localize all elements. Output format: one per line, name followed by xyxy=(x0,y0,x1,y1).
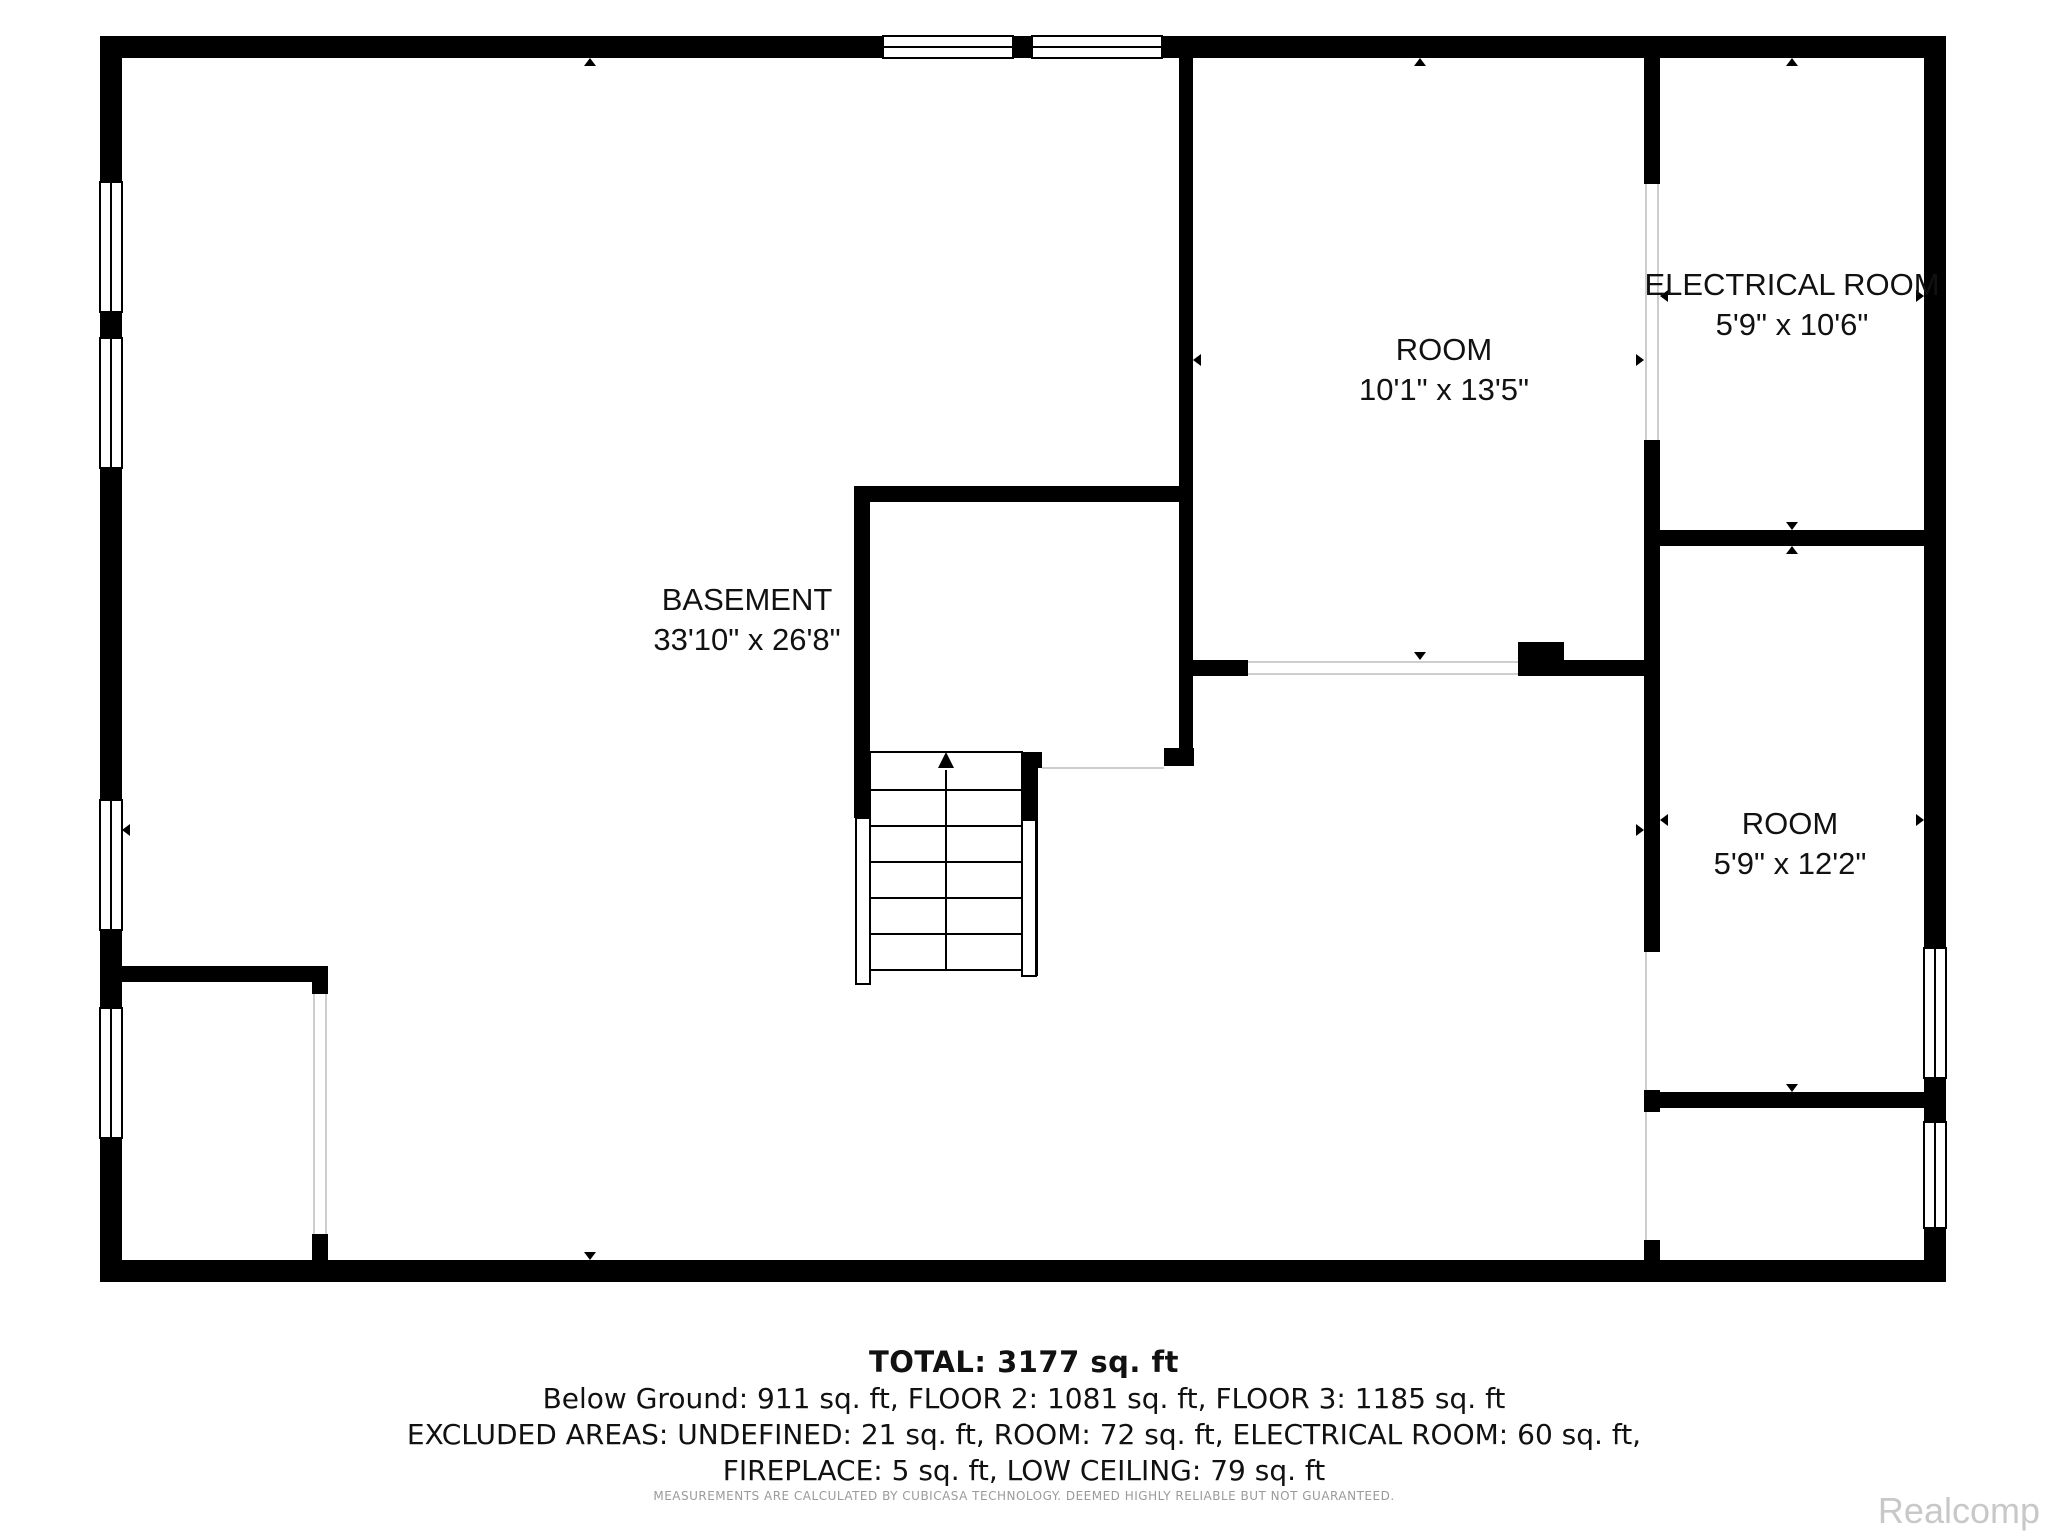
wall-east-divider-2 xyxy=(1644,440,1660,952)
dimension-markers xyxy=(122,58,1924,1260)
room-label-electrical: ELECTRICAL ROOM 5'9" x 10'6" xyxy=(1630,265,1954,345)
room-label-room-small: ROOM 5'9" x 12'2" xyxy=(1690,804,1890,884)
stair-direction-arrow-icon xyxy=(938,752,954,768)
room-dimensions: 5'9" x 12'2" xyxy=(1713,846,1867,881)
wall-stair-left xyxy=(854,486,870,818)
wall-east-divider-1 xyxy=(1644,58,1660,184)
wall-closet-top xyxy=(122,966,328,982)
room-name: ROOM xyxy=(1741,806,1839,841)
excluded-areas: EXCLUDED AREAS: UNDEFINED: 21 sq. ft, RO… xyxy=(406,1418,1642,1451)
wall-closet-right-1 xyxy=(312,966,328,994)
wall-stair-top xyxy=(854,486,1186,502)
room-name: BASEMENT xyxy=(661,582,833,617)
stairs xyxy=(855,751,1037,985)
openings xyxy=(313,184,1659,1240)
wall-east-divider-3 xyxy=(1644,1090,1660,1112)
wall-bottom xyxy=(100,1260,1946,1282)
room-name: ELECTRICAL ROOM xyxy=(1644,267,1940,302)
total-area: TOTAL: 3177 sq. ft xyxy=(868,1345,1179,1379)
floor-breakdown: Below Ground: 911 sq. ft, FLOOR 2: 1081 … xyxy=(542,1382,1506,1415)
wall-room-south-2 xyxy=(1518,642,1564,676)
room-name: ROOM xyxy=(1395,332,1493,367)
room-label-basement: BASEMENT 33'10" x 26'8" xyxy=(640,580,854,660)
wall-room-south-1 xyxy=(1186,660,1248,676)
wall-room-west-stub xyxy=(1164,748,1194,766)
room-dimensions: 33'10" x 26'8" xyxy=(653,622,841,657)
excluded-areas-continued: FIREPLACE: 5 sq. ft, LOW CEILING: 79 sq.… xyxy=(722,1454,1326,1487)
wall-right-stub xyxy=(1924,1080,1946,1120)
wall-room-south-3 xyxy=(1560,660,1656,676)
wall-room-small-south xyxy=(1660,1092,1926,1108)
watermark: Realcomp xyxy=(1877,1490,2040,1531)
wall-stair-post xyxy=(1020,752,1042,768)
disclaimer: MEASUREMENTS ARE CALCULATED BY CUBICASA … xyxy=(653,1489,1395,1503)
windows xyxy=(99,35,1947,1229)
room-dimensions: 10'1" x 13'5" xyxy=(1358,372,1529,407)
room-dimensions: 5'9" x 10'6" xyxy=(1715,307,1869,342)
stair-rail-left xyxy=(855,817,871,985)
interior-walls xyxy=(122,58,1946,1260)
stair-rail-right xyxy=(1021,819,1037,977)
wall-electrical-south xyxy=(1660,530,1926,546)
wall-closet-right-2 xyxy=(312,1234,328,1260)
wall-room-west xyxy=(1179,58,1193,764)
room-label-room-main: ROOM 10'1" x 13'5" xyxy=(1344,330,1544,410)
wall-top xyxy=(100,36,1946,58)
wall-east-divider-4 xyxy=(1644,1240,1660,1260)
